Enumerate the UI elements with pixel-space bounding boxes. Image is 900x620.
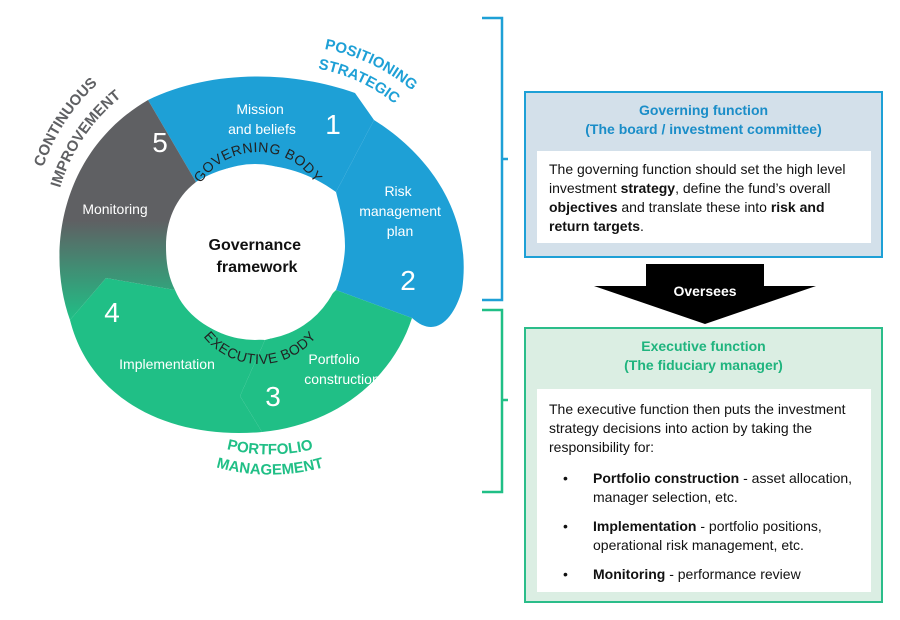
segment-number-4: 4 (104, 297, 120, 328)
executive-function-description: The executive function then puts the inv… (537, 389, 871, 592)
portfolio-management-label: PORTFOLIO (226, 436, 315, 458)
executive-intro: The executive function then puts the inv… (549, 401, 846, 455)
segment-label-risk: Risk management plan (359, 183, 445, 239)
center-title: Governance framework (209, 237, 306, 276)
segment-number-3: 3 (265, 381, 281, 412)
segment-label-mission: Mission and beliefs (228, 101, 296, 137)
list-item: •Portfolio construction - asset allocati… (563, 470, 853, 505)
segment-implementation (70, 278, 265, 434)
segment-portfolio-construction (240, 290, 412, 432)
segment-risk (336, 120, 464, 327)
center-circle (167, 164, 343, 340)
segment-label-monitoring: Monitoring (82, 201, 147, 217)
segment-number-5: 5 (152, 127, 168, 158)
segment-monitoring (59, 100, 196, 320)
executive-function-panel: Executive function (The fiduciary manage… (524, 327, 883, 603)
strategic-bracket (482, 16, 508, 302)
governing-function-description: The governing function should set the hi… (537, 151, 871, 243)
governance-cycle-diagram: Mission and beliefs 1 Risk management pl… (31, 36, 464, 479)
executive-function-title: Executive function (The fiduciary manage… (624, 338, 783, 373)
list-item: •Monitoring - performance review (563, 566, 801, 582)
responsibility-list: •Portfolio construction - asset allocati… (549, 469, 861, 584)
segment-number-2: 2 (400, 265, 416, 296)
oversees-arrow: Oversees (594, 264, 816, 324)
oversees-label: Oversees (673, 283, 736, 299)
governing-function-title: Governing function (The board / investme… (585, 102, 822, 137)
governing-function-panel: Governing function (The board / investme… (524, 91, 883, 258)
segment-label-implementation: Implementation (119, 356, 215, 372)
portfolio-bracket (482, 308, 508, 494)
segment-number-1: 1 (325, 109, 341, 140)
list-item: •Implementation - portfolio positions, o… (563, 518, 822, 553)
segment-mission (148, 76, 374, 192)
segment-label-portfolio-construction: Portfolio construction (304, 351, 379, 387)
